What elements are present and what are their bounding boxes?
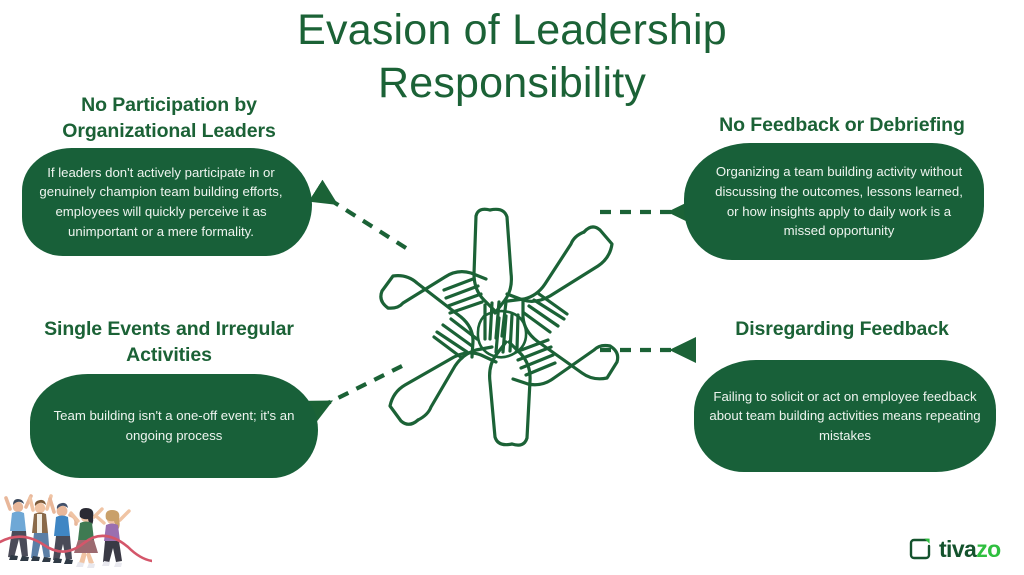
logo-text-dark: tiva xyxy=(939,536,977,562)
card-heading-no-feedback: No Feedback or Debriefing xyxy=(719,114,965,136)
card-no-participation: If leaders don't actively participate in… xyxy=(22,148,312,256)
logo-text-bright: zo xyxy=(976,536,1001,562)
tivazo-logo: tivazo xyxy=(908,534,1008,564)
card-heading-single-events: Single Events and Irregular Activities xyxy=(44,318,294,366)
card-body-single-events: Team building isn't a one-off event; it'… xyxy=(53,408,295,443)
card-single-events: Team building isn't a one-off event; it'… xyxy=(30,374,318,478)
tivazo-mark-icon xyxy=(909,538,931,560)
card-body-no-participation: If leaders don't actively participate in… xyxy=(39,164,283,239)
card-heading-no-participation: No Participation by Organizational Leade… xyxy=(62,94,276,142)
card-disregarding-feedback: Failing to solicit or act on employee fe… xyxy=(694,360,996,472)
card-body-disregarding-feedback: Failing to solicit or act on employee fe… xyxy=(709,388,981,443)
card-body-no-feedback: Organizing a team building activity with… xyxy=(715,164,963,239)
person-1 xyxy=(4,494,33,561)
celebrating-people-icon xyxy=(0,494,152,568)
page-title: Evasion of Leadership Responsibility xyxy=(297,6,727,107)
card-heading-disregarding-feedback: Disregarding Feedback xyxy=(735,318,949,340)
person-4 xyxy=(69,507,104,568)
person-2 xyxy=(28,494,53,562)
tivazo-wordmark: tivazo xyxy=(939,537,1001,561)
card-no-feedback: Organizing a team building activity with… xyxy=(684,143,984,260)
person-3 xyxy=(48,497,78,564)
finish-ribbon xyxy=(0,534,152,563)
stacked-hands-icon xyxy=(379,207,620,447)
